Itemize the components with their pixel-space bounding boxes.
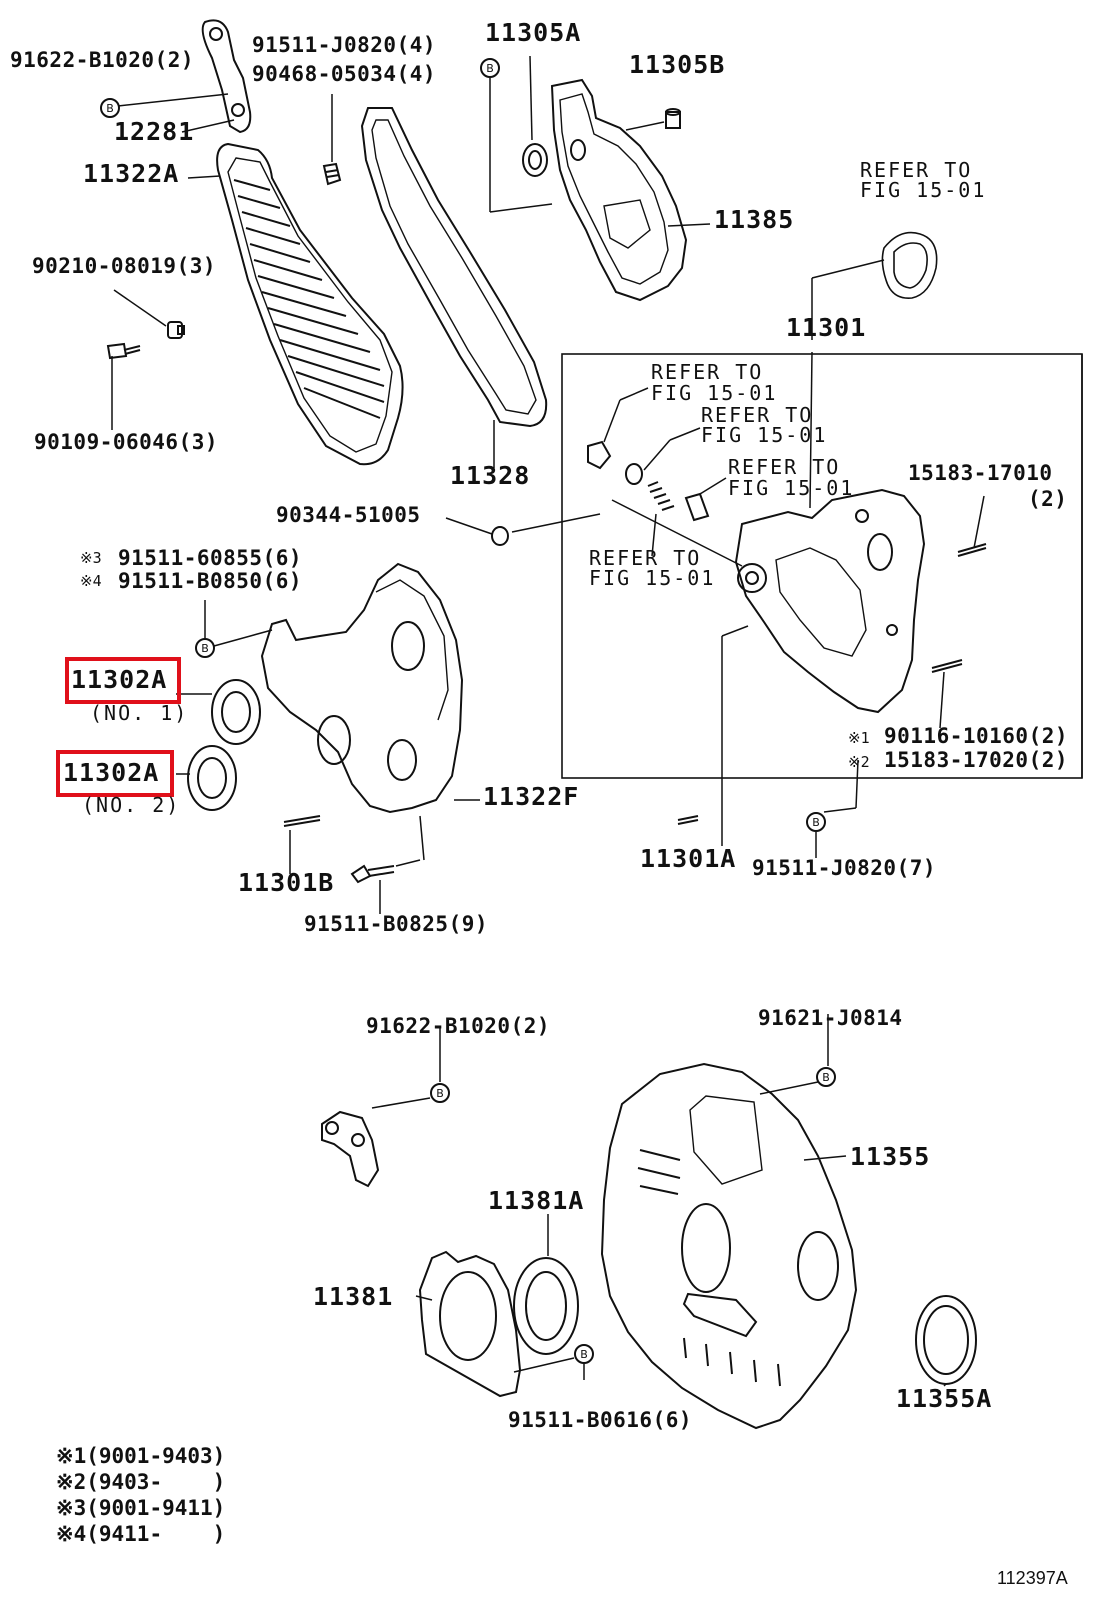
- footnote-4: ※4(9411- ): [56, 1522, 226, 1546]
- label-90468-05034[interactable]: 90468-05034(4): [252, 62, 437, 86]
- label-91511-B0825[interactable]: 91511-B0825(9): [304, 912, 489, 936]
- bolt-b-letter-7: B: [580, 1348, 588, 1361]
- label-11305A[interactable]: 11305A: [485, 18, 582, 47]
- label-11302A-no2[interactable]: 11302A: [63, 758, 160, 787]
- part-bottom-bracket: [321, 1110, 380, 1188]
- part-11355-end-plate: [600, 1062, 858, 1430]
- mark-3: ※3: [80, 549, 102, 567]
- part-90344-plug: [491, 526, 509, 546]
- label-11301A[interactable]: 11301A: [640, 844, 737, 873]
- label-15183-17020[interactable]: 15183-17020(2): [884, 748, 1069, 772]
- highlight-11302A-no2: [56, 750, 174, 797]
- part-90109-bolt: [106, 342, 141, 360]
- oil-pump-internal-parts: [587, 440, 710, 522]
- bolt-b-letter-5: B: [436, 1087, 444, 1100]
- label-90109-06046[interactable]: 90109-06046(3): [34, 430, 219, 454]
- label-15183-17010-qty: (2): [1028, 487, 1068, 511]
- part-91511-B0825-bolt: [350, 864, 395, 884]
- mark-1: ※1: [848, 729, 870, 747]
- part-11385-cover: [550, 78, 688, 302]
- mark-2: ※2: [848, 753, 870, 771]
- label-11302A-no1[interactable]: 11302A: [71, 665, 168, 694]
- part-11355A-seal: [915, 1295, 977, 1385]
- refer-note-3-line2: FIG 15-01: [701, 423, 828, 447]
- part-11322A-cover: [216, 142, 404, 466]
- bolt-b-letter-6: B: [822, 1071, 830, 1084]
- part-90210-plug: [167, 321, 185, 339]
- bolt-b-symbols: [100, 58, 836, 1364]
- bolt-b-letter-4: B: [812, 816, 820, 829]
- refer-note-1-line2: FIG 15-01: [860, 178, 987, 202]
- label-11328[interactable]: 11328: [450, 461, 531, 490]
- label-90344-51005[interactable]: 90344-51005: [276, 503, 421, 527]
- figure-id: 112397A: [997, 1568, 1068, 1588]
- refer-note-2-line1: REFER TO: [651, 360, 764, 384]
- label-11305B[interactable]: 11305B: [629, 50, 726, 79]
- refer-note-4-line2: FIG 15-01: [728, 476, 855, 500]
- label-11302A-no1-sub: (NO. 1): [90, 701, 189, 725]
- part-90468-clip: [322, 162, 342, 186]
- label-11322A[interactable]: 11322A: [83, 159, 180, 188]
- refer-note-2-line2: FIG 15-01: [651, 381, 778, 405]
- label-11385[interactable]: 11385: [714, 205, 795, 234]
- footnote-1: ※1(9001-9403): [56, 1444, 226, 1468]
- footnote-3: ※3(9001-9411): [56, 1496, 226, 1520]
- leader-lines: [111, 55, 985, 1387]
- bolt-b-letter-3: B: [201, 642, 209, 655]
- label-12281[interactable]: 12281: [114, 117, 195, 146]
- part-11305A-seal: [522, 143, 548, 177]
- refer-note-4-line1: REFER TO: [728, 455, 841, 479]
- part-refer-seal-loop: [881, 231, 938, 299]
- highlight-11302A-no1: [65, 657, 181, 704]
- part-12281-bracket: [201, 19, 252, 134]
- label-91511-60855[interactable]: 91511-60855(6): [118, 546, 303, 570]
- label-11355A[interactable]: 11355A: [896, 1384, 993, 1413]
- label-91511-J0820-4[interactable]: 91511-J0820(4): [252, 33, 437, 57]
- refer-note-5-line2: FIG 15-01: [589, 566, 716, 590]
- label-91622-B1020-top[interactable]: 91622-B1020(2): [10, 48, 195, 72]
- label-91511-B0616[interactable]: 91511-B0616(6): [508, 1408, 693, 1432]
- label-11301[interactable]: 11301: [786, 313, 867, 342]
- label-90210-08019[interactable]: 90210-08019(3): [32, 254, 217, 278]
- label-11302A-no2-sub: (NO. 2): [82, 793, 181, 817]
- label-11381A[interactable]: 11381A: [488, 1186, 585, 1215]
- bolt-b-letter-1: B: [106, 102, 114, 115]
- part-11301-oil-pump-body: [734, 488, 926, 714]
- part-11328-gasket: [360, 107, 548, 428]
- stud-parts: [283, 543, 987, 827]
- label-11381[interactable]: 11381: [313, 1282, 394, 1311]
- label-90116-10160[interactable]: 90116-10160(2): [884, 724, 1069, 748]
- label-11355[interactable]: 11355: [850, 1142, 931, 1171]
- label-15183-17010[interactable]: 15183-17010: [908, 461, 1053, 485]
- part-11322F-timing-cover: [260, 562, 464, 814]
- label-91511-J0820-7[interactable]: 91511-J0820(7): [752, 856, 937, 880]
- part-11381-retainer: [418, 1250, 522, 1398]
- refer-note-3-line1: REFER TO: [701, 403, 814, 427]
- label-91621-J0814[interactable]: 91621-J0814: [758, 1006, 903, 1030]
- label-11301B[interactable]: 11301B: [238, 868, 335, 897]
- mark-4: ※4: [80, 572, 102, 590]
- label-91511-B0850[interactable]: 91511-B0850(6): [118, 569, 303, 593]
- bolt-b-letter-2: B: [486, 62, 494, 75]
- part-11381A-seal: [513, 1257, 579, 1355]
- refer-note-1-line1: REFER TO: [860, 158, 973, 182]
- part-11302A-seals: [187, 679, 261, 811]
- part-11305B-plug: [665, 108, 681, 129]
- footnote-2: ※2(9403- ): [56, 1470, 226, 1494]
- refer-note-5-line1: REFER TO: [589, 546, 702, 570]
- label-91622-B1020-bottom[interactable]: 91622-B1020(2): [366, 1014, 551, 1038]
- label-11322F[interactable]: 11322F: [483, 782, 580, 811]
